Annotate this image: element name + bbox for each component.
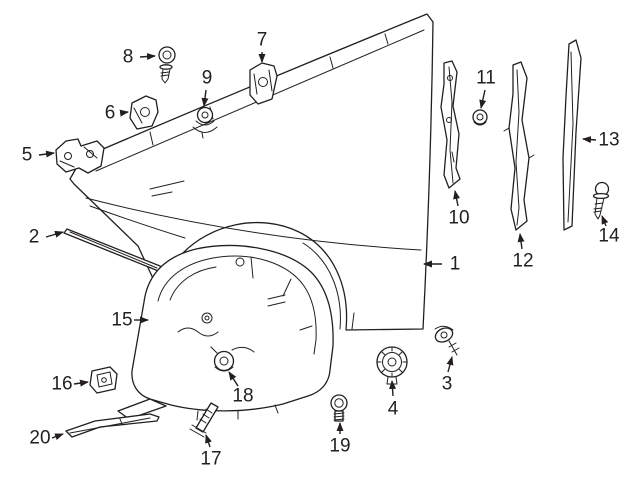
callout-arrow-16 [73,379,89,387]
part-8-screw [158,46,176,84]
callout-label-17: 17 [200,449,221,470]
callout-label-12: 12 [512,251,533,272]
callout-arrow-8 [139,53,156,61]
part-19-bolt [330,394,348,422]
part-17-pin-bolt [189,402,219,438]
callout-label-14: 14 [598,226,620,247]
part-5-bracket [55,138,105,174]
callout-arrow-11 [479,89,487,109]
part-9-push-clip [192,106,218,139]
callout-arrow-20 [51,433,64,441]
callout-arrow-6 [119,109,129,117]
part-6-bracket [129,95,159,130]
callout-label-1: 1 [450,254,461,275]
part-20-lower-strip [65,413,160,438]
callout-label-3: 3 [442,374,453,395]
callout-label-4: 4 [388,399,399,420]
callout-arrow-3 [446,356,454,373]
callout-arrow-4 [389,380,397,397]
part-15-fender-liner [117,244,334,421]
part-18-grommet [210,346,235,372]
part-13-seal-strip [562,39,582,231]
callout-arrow-18 [228,371,239,387]
part-10-support-rail [440,60,461,189]
callout-arrow-13 [582,136,597,144]
callout-label-5: 5 [22,145,33,166]
callout-label-2: 2 [29,227,40,248]
part-4-round-grommet [376,346,408,385]
callout-label-19: 19 [329,436,350,457]
callout-label-16: 16 [51,374,72,395]
part-3-wing-clip [434,325,460,356]
part-14-screw [592,181,610,220]
callout-label-6: 6 [105,103,116,124]
callout-arrow-10 [453,190,461,207]
callout-arrow-9 [201,89,209,107]
part-12-seal-rail [503,61,535,231]
callout-arrow-12 [517,233,525,250]
callout-arrow-14 [601,215,609,227]
callout-label-15: 15 [111,310,132,331]
callout-label-13: 13 [598,130,619,151]
part-11-grommet-clip [472,109,488,126]
part-16-clip-nut [89,366,118,394]
part-7-bracket [249,62,278,105]
callout-arrow-17 [205,434,212,448]
callout-label-8: 8 [123,47,134,68]
callout-arrow-2 [45,230,64,238]
callout-label-11: 11 [476,68,496,89]
callout-label-20: 20 [29,428,50,449]
callout-label-9: 9 [202,68,213,89]
callout-arrow-5 [38,150,55,158]
callout-label-10: 10 [448,208,469,229]
callout-label-7: 7 [257,30,268,51]
callout-label-18: 18 [232,386,253,407]
